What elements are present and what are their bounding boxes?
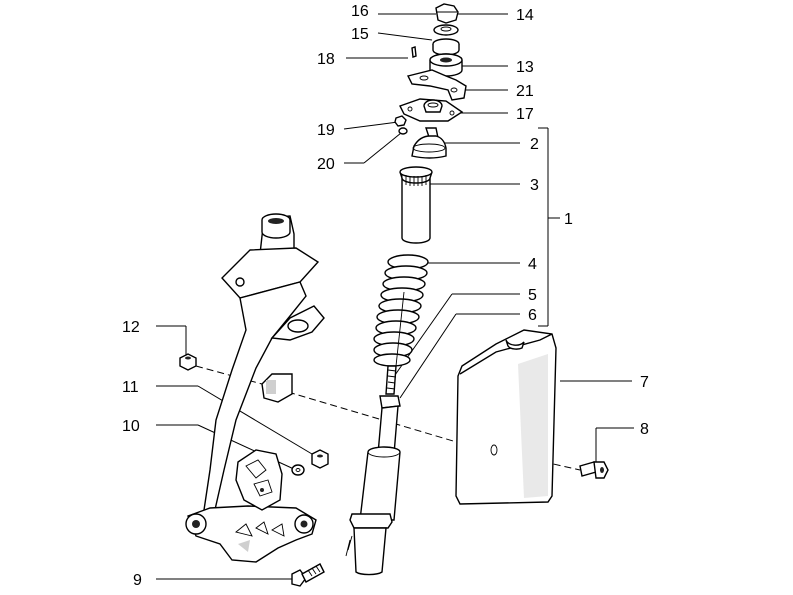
nut-11 xyxy=(311,449,329,469)
callout-10: 10 xyxy=(122,418,140,435)
callout-17: 17 xyxy=(516,106,534,123)
steering-frame xyxy=(203,213,325,515)
callout-12: 12 xyxy=(122,319,140,336)
callout-7: 7 xyxy=(640,374,649,391)
callout-11: 11 xyxy=(122,379,139,396)
coil-spring-4 xyxy=(373,254,429,367)
callout-8: 8 xyxy=(640,421,649,438)
washer-15 xyxy=(433,24,459,36)
callout-4: 4 xyxy=(528,256,537,273)
callout-labels: 1 2 3 4 5 6 7 8 9 10 11 12 13 14 15 16 1… xyxy=(122,3,649,589)
washer-10 xyxy=(291,464,305,476)
plate-17 xyxy=(399,98,464,122)
nut-19 xyxy=(394,115,407,127)
bushing-16 xyxy=(432,38,460,56)
rubber-cap-2 xyxy=(411,127,447,159)
callout-21: 21 xyxy=(516,83,534,100)
screw-8 xyxy=(579,461,609,479)
callout-16: 16 xyxy=(351,3,369,20)
bolt-9 xyxy=(291,563,325,587)
caliper-bracket xyxy=(235,449,283,511)
callout-15: 15 xyxy=(351,26,369,43)
callout-9: 9 xyxy=(133,572,142,589)
washer-20 xyxy=(398,127,408,135)
callout-3: 3 xyxy=(530,177,539,194)
bracket-21 xyxy=(406,69,467,101)
nut-14 xyxy=(435,3,459,24)
callout-1: 1 xyxy=(564,211,573,228)
callout-18: 18 xyxy=(317,51,335,68)
leader-lines xyxy=(156,13,634,580)
dust-cover-3 xyxy=(399,166,433,244)
callout-19: 19 xyxy=(317,122,335,139)
pin-18 xyxy=(411,46,417,58)
callout-2: 2 xyxy=(530,136,539,153)
rod-6 xyxy=(395,291,405,367)
mudguard-7 xyxy=(455,329,557,505)
swing-arm-link xyxy=(185,505,317,563)
callout-5: 5 xyxy=(528,287,537,304)
nut-12 xyxy=(179,353,197,371)
callout-14: 14 xyxy=(516,7,534,24)
damper-body-5 xyxy=(345,365,401,576)
callout-13: 13 xyxy=(516,59,534,76)
rubber-bush-13 xyxy=(429,53,463,77)
callout-6: 6 xyxy=(528,307,537,324)
callout-20: 20 xyxy=(317,156,335,173)
